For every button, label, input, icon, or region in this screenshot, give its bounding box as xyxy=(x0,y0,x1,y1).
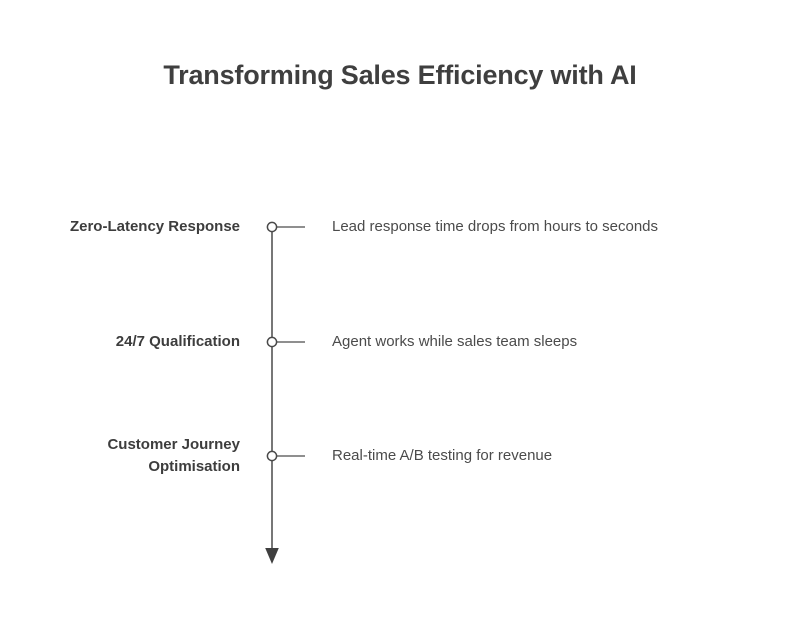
timeline-arrowhead-icon xyxy=(265,548,279,564)
timeline-item-2-label: 24/7 Qualification xyxy=(115,333,240,350)
timeline-item-3-label-line-1: Customer Journey xyxy=(107,436,240,453)
page-title: Transforming Sales Efficiency with AI xyxy=(163,60,637,90)
timeline-item-3-label: Customer Journey Optimisation xyxy=(0,434,240,478)
timeline-item-1-label: Zero-Latency Response xyxy=(69,218,240,235)
timeline-node-2-icon[interactable] xyxy=(266,336,278,348)
timeline-node-1-icon[interactable] xyxy=(266,221,278,233)
timeline-item-2-description: Agent works while sales team sleeps xyxy=(332,333,578,350)
timeline-node-3-icon[interactable] xyxy=(266,450,278,462)
timeline-item-1-description: Lead response time drops from hours to s… xyxy=(332,218,659,235)
timeline-item-3-label-line-2: Optimisation xyxy=(148,458,240,475)
timeline-item-3-description: Real-time A/B testing for revenue xyxy=(332,447,553,464)
